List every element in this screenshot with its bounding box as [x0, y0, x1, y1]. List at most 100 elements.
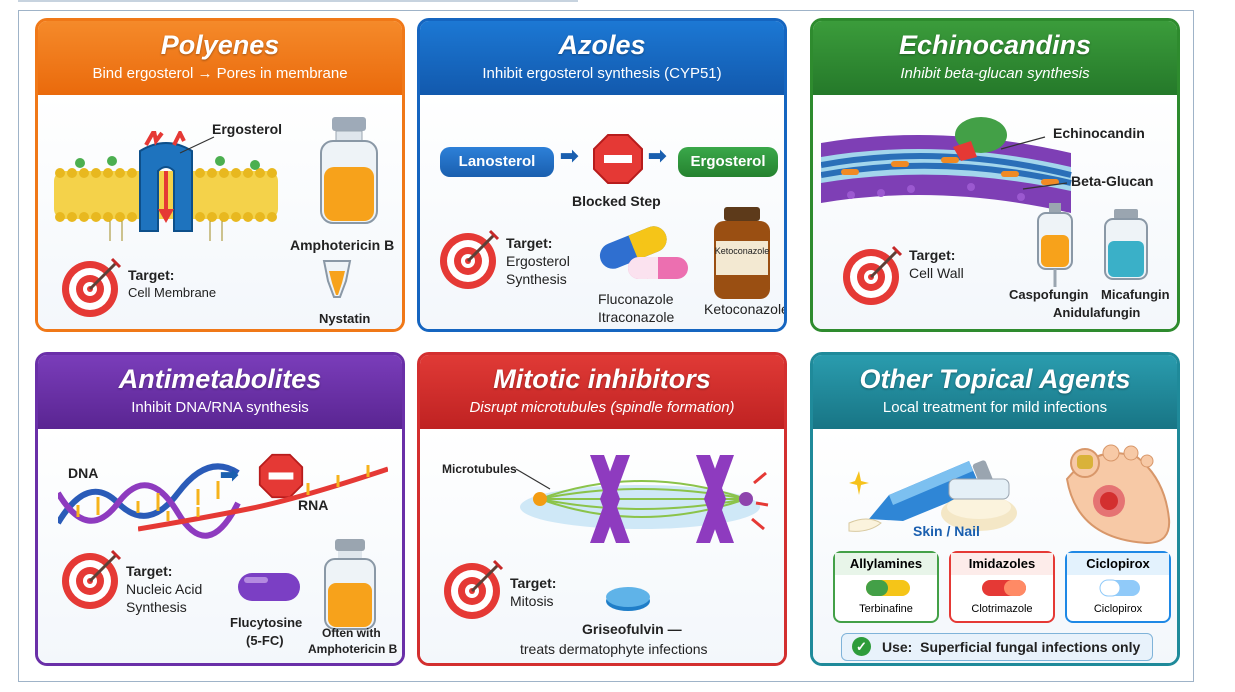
allylamines-drug: Terbinafine [859, 603, 913, 615]
capsule-icon [238, 573, 300, 601]
capsule-icon [982, 580, 1026, 596]
ciclopirox-box: Ciclopirox Ciclopirox [1065, 551, 1171, 623]
target-label: Target: [128, 267, 175, 283]
target-value: Cell Wall [909, 265, 964, 281]
card-body: Echinocandin Beta-Glucan Target: Cell Wa… [813, 95, 1177, 329]
target-icon [843, 245, 903, 305]
card-title: Azoles [558, 30, 646, 60]
drug-caspofungin: Caspofungin [1009, 287, 1089, 302]
drug-fluconazole: Fluconazole [598, 291, 674, 307]
dna-label: DNA [68, 465, 99, 481]
card-header: Other Topical Agents Local treatment for… [813, 355, 1177, 429]
arrow-right-icon: ➡ [648, 143, 667, 168]
card-echinocandins: Echinocandins Inhibit beta-glucan synthe… [810, 18, 1180, 332]
card-polyenes: Polyenes Bind ergosterol → Pores in memb… [35, 18, 405, 332]
card-title: Antimetabolites [118, 364, 322, 394]
drug-nystatin: Nystatin [319, 311, 371, 326]
ciclopirox-drug: Ciclopirox [1093, 603, 1143, 615]
card-topical-agents: Other Topical Agents Local treatment for… [810, 352, 1180, 666]
target-icon [62, 549, 122, 609]
cell-wall-illustration [821, 117, 1072, 213]
drug-itraconazole: Itraconazole [598, 309, 675, 325]
membrane-illustration [54, 131, 278, 241]
drug-flucytosine-abbr: (5-FC) [246, 633, 284, 648]
beta-glucan-label: Beta-Glucan [1071, 173, 1154, 189]
foot-icon [1065, 444, 1171, 545]
card-body: Ergosterol Amphotericin B Target: Cell M… [38, 95, 402, 329]
imidazoles-drug: Clotrimazole [971, 603, 1033, 615]
card-subtitle: Disrupt microtubules (spindle formation) [469, 399, 735, 416]
pointer-line [179, 136, 215, 154]
target-label: Target: [909, 247, 956, 263]
microtubules-label: Microtubules [442, 462, 517, 476]
arrow-right-icon: ➡ [220, 462, 239, 487]
iv-bag-icon [1037, 203, 1073, 287]
card-subtitle: Local treatment for mild infections [882, 399, 1108, 416]
capsule-icon [866, 580, 910, 596]
use-banner: ✓ Use: Superficial fungal infections onl… [841, 633, 1153, 661]
card-mitotic-inhibitors: Mitotic inhibitors Disrupt microtubules … [417, 352, 787, 666]
card-header: Azoles Inhibit ergosterol synthesis (CYP… [420, 21, 784, 95]
vial-icon [320, 117, 378, 224]
card-header: Antimetabolites Inhibit DNA/RNA synthesi… [38, 355, 402, 429]
capsule-icon [599, 226, 688, 279]
card-body: Microtubules Target: Mitosis Griseofulvi… [420, 429, 784, 663]
pointer-line [1000, 136, 1046, 150]
target-value-line2: Synthesis [506, 271, 567, 287]
card-title: Polyenes [160, 30, 280, 60]
target-label: Target: [126, 563, 173, 579]
spindle-illustration [520, 455, 769, 543]
card-title: Echinocandins [898, 30, 1092, 60]
bottle-icon [714, 207, 770, 299]
target-label: Target: [510, 575, 557, 591]
vial-icon [324, 539, 376, 630]
lanosterol-pill: Lanosterol [440, 147, 554, 177]
card-subtitle: Inhibit ergosterol synthesis (CYP51) [482, 65, 722, 82]
target-icon [62, 257, 122, 317]
drug-ketoconazole: Ketoconazole [704, 301, 787, 317]
capsule-icon [1099, 579, 1140, 597]
card-body: Skin / Nail Allylamines Terbinafine Imid… [813, 429, 1177, 663]
drug-amphotericin-b: Amphotericin B [290, 237, 395, 253]
card-header: Mitotic inhibitors Disrupt microtubules … [420, 355, 784, 429]
note-line1: Often with [322, 626, 381, 640]
card-header: Echinocandins Inhibit beta-glucan synthe… [813, 21, 1177, 95]
drug-flucytosine: Flucytosine [230, 615, 303, 630]
bottle-label: Ketoconazole [714, 246, 770, 256]
ergosterol-label: Ergosterol [212, 121, 283, 137]
card-antimetabolites: Antimetabolites Inhibit DNA/RNA synthesi… [35, 352, 405, 666]
target-value: Cell Membrane [128, 285, 217, 300]
target-value-line1: Ergosterol [506, 253, 570, 269]
rna-label: RNA [298, 497, 329, 513]
card-body: DNA ➡ RNA Target: Nucleic Acid Synthesis… [38, 429, 402, 663]
arrow-right-icon: ➡ [560, 143, 579, 168]
card-azoles: Azoles Inhibit ergosterol synthesis (CYP… [417, 18, 787, 332]
card-title: Mitotic inhibitors [493, 364, 711, 394]
pointer-line [1022, 182, 1068, 190]
card-body: Lanosterol ➡ ➡ Ergosterol Blocked Step T… [420, 95, 784, 329]
top-rule [18, 0, 578, 2]
tablet-icon [606, 587, 650, 611]
drug-griseofulvin-use: treats dermatophyte infections [520, 641, 708, 657]
use-text: Use: Superficial fungal infections only [882, 639, 1141, 655]
pointer-line [515, 468, 551, 490]
target-value-line1: Nucleic Acid [126, 581, 203, 597]
imidazoles-title: Imidazoles [951, 553, 1053, 575]
drug-griseofulvin: Griseofulvin — [582, 621, 682, 637]
allylamines-title: Allylamines [835, 553, 937, 575]
note-line2: Amphotericin B [308, 642, 398, 656]
card-subtitle: Bind ergosterol → Pores in membrane [92, 65, 348, 82]
allylamines-box: Allylamines Terbinafine [833, 551, 939, 623]
dna-helix-icon [58, 463, 241, 539]
target-value: Mitosis [510, 593, 554, 609]
echinocandin-label: Echinocandin [1053, 125, 1145, 141]
ciclopirox-title: Ciclopirox [1067, 553, 1169, 575]
target-value-line2: Synthesis [126, 599, 187, 615]
card-subtitle: Inhibit DNA/RNA synthesis [131, 399, 309, 416]
stop-sign-icon [593, 134, 643, 184]
target-label: Target: [506, 235, 553, 251]
check-icon: ✓ [852, 637, 871, 656]
card-header: Polyenes Bind ergosterol → Pores in memb… [38, 21, 402, 95]
target-icon [444, 559, 504, 619]
skin-nail-label: Skin / Nail [913, 523, 980, 539]
